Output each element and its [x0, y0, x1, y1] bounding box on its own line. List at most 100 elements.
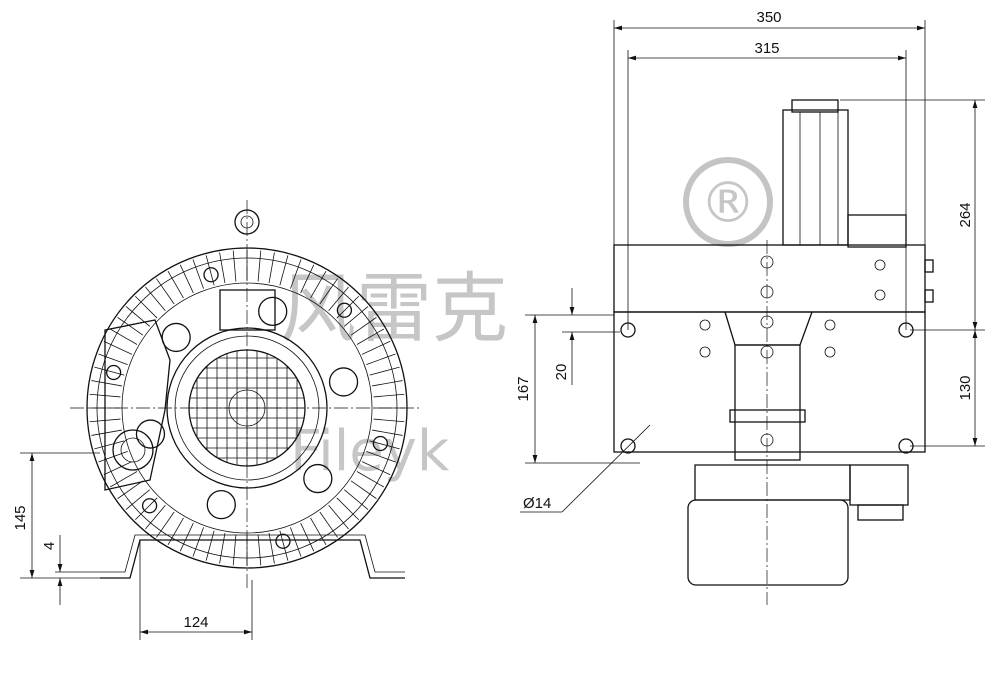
watermark-chinese: 风雷克: [280, 264, 508, 353]
cooling-fin: [145, 505, 166, 530]
bolt-boss: [303, 463, 333, 494]
cooling-fin: [94, 366, 125, 376]
cooling-fin: [192, 259, 204, 289]
cooling-fin: [366, 353, 396, 365]
cooling-fin: [167, 270, 184, 299]
cooling-fin: [372, 380, 403, 387]
cooling-fin: [156, 278, 175, 305]
cooling-fin: [205, 530, 215, 561]
dim-264: 264: [957, 202, 974, 227]
watermark: 风雷克 Fileyk ®: [280, 157, 773, 484]
mounting-hole: [620, 438, 636, 454]
cooling-fin: [328, 505, 349, 530]
cooling-fin: [310, 517, 327, 546]
dim-167: 167: [515, 376, 532, 401]
bolt-boss: [203, 267, 219, 283]
cooling-fin: [257, 250, 262, 282]
cooling-fin: [109, 328, 138, 345]
cooling-fin: [125, 306, 150, 327]
side-view-dimensions: 350 315 264 130 167 20 Ø14: [515, 9, 985, 513]
cooling-fin: [361, 461, 391, 476]
dim-20: 20: [553, 364, 570, 381]
cooling-fin: [356, 471, 385, 488]
cooling-fin: [361, 340, 391, 355]
cooling-fin: [109, 471, 138, 488]
bolt-boss: [275, 533, 291, 549]
cooling-fin: [103, 340, 133, 355]
dim-124: 124: [183, 614, 208, 631]
cooling-fin: [98, 451, 128, 463]
dim-130: 130: [957, 375, 974, 400]
cooling-fin: [134, 295, 158, 319]
cooling-fin: [356, 328, 385, 345]
cooling-fin: [192, 527, 204, 557]
front-view-dimensions: 145 4 124: [12, 452, 253, 640]
watermark-registered: ®: [700, 171, 756, 236]
bolt-boss: [258, 296, 288, 327]
cooling-fin: [279, 255, 289, 286]
cooling-fin: [344, 489, 369, 510]
cooling-fin: [373, 393, 405, 398]
dim-hole-diameter: Ø14: [523, 495, 551, 512]
bolt-boss: [372, 435, 389, 452]
cooling-fin: [205, 255, 215, 286]
cooling-fin: [328, 286, 349, 311]
cooling-fin: [290, 259, 302, 289]
cooling-fin: [257, 534, 262, 566]
dim-350: 350: [756, 9, 781, 26]
cooling-fin: [344, 306, 369, 327]
cooling-fin: [373, 418, 405, 423]
cooling-fin: [232, 534, 237, 566]
cooling-fin: [94, 440, 125, 450]
cooling-fin: [156, 511, 175, 538]
cooling-fin: [98, 353, 128, 365]
front-view: [70, 200, 420, 590]
bolt-boss: [161, 322, 191, 353]
bolt-boss: [336, 302, 353, 318]
cooling-fin: [310, 270, 327, 299]
cooling-fin: [219, 533, 226, 564]
cooling-fin: [117, 317, 144, 336]
cooling-fin: [372, 429, 403, 436]
cooling-fin: [103, 461, 133, 476]
cooling-fin: [125, 489, 150, 510]
dim-145: 145: [12, 505, 29, 530]
cooling-fin: [145, 286, 166, 311]
cooling-fin: [366, 451, 396, 463]
bolt-boss: [141, 498, 158, 514]
cooling-fin: [319, 511, 338, 538]
cooling-fin: [279, 530, 289, 561]
screw-hole: [824, 319, 836, 331]
cooling-fin: [179, 264, 194, 294]
screw-hole: [824, 346, 836, 358]
cooling-fin: [336, 497, 360, 521]
cooling-fin: [91, 429, 122, 436]
bolt-boss: [105, 364, 122, 381]
cooling-fin: [300, 264, 315, 294]
cooling-fin: [290, 527, 302, 557]
cooling-fin: [268, 533, 275, 564]
cooling-fin: [232, 250, 237, 282]
bolt-boss: [206, 489, 236, 520]
cooling-fin: [319, 278, 338, 305]
dim-315: 315: [754, 40, 779, 57]
cooling-fin: [91, 380, 122, 387]
screw-hole: [874, 289, 886, 301]
screw-hole: [699, 346, 711, 358]
screw-hole: [874, 259, 886, 271]
cooling-fin: [134, 497, 158, 521]
cooling-fin: [268, 252, 275, 283]
cooling-fin: [167, 517, 184, 546]
bolt-boss: [135, 419, 166, 449]
side-view: [613, 99, 934, 605]
dim-4: 4: [41, 542, 58, 550]
screw-hole: [699, 319, 711, 331]
cooling-fin: [369, 366, 400, 376]
bolt-boss: [328, 367, 359, 397]
cooling-fin: [219, 252, 226, 283]
cooling-fin: [369, 440, 400, 450]
cooling-fin: [350, 480, 377, 499]
cooling-fin: [179, 522, 194, 552]
